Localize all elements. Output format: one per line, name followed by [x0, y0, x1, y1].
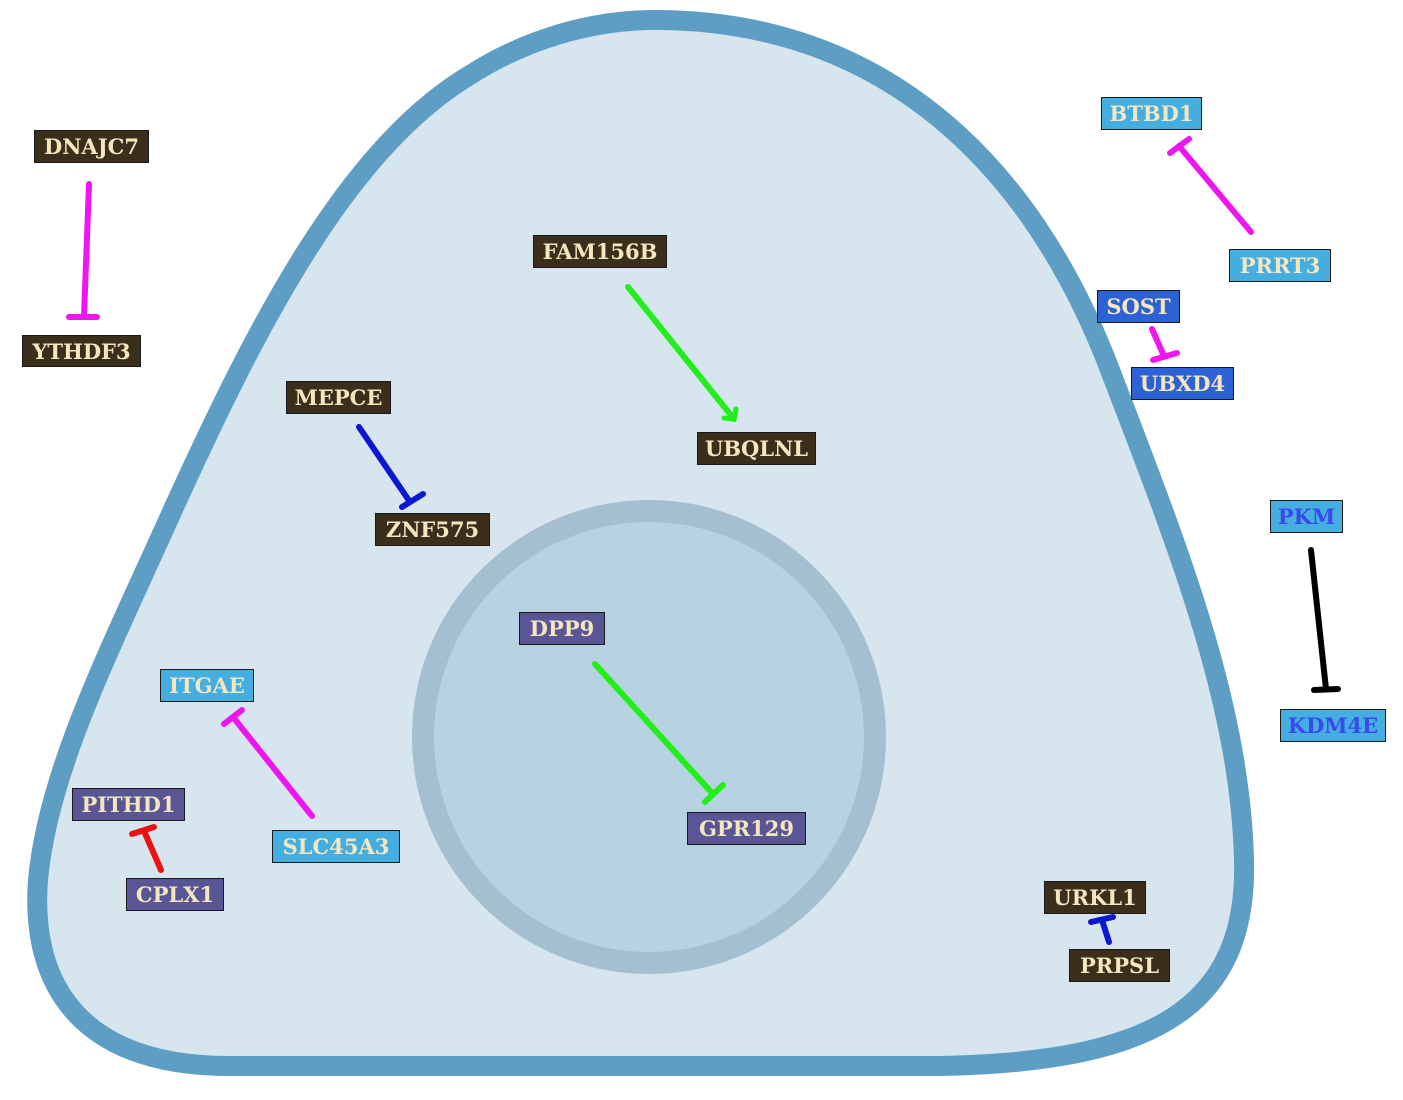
node-ubxd4: UBXD4 [1131, 367, 1234, 400]
node-slc45a3: SLC45A3 [272, 830, 400, 863]
node-itgae: ITGAE [160, 669, 254, 702]
node-dpp9: DPP9 [519, 612, 605, 645]
edge-pkm-kdm4e [1308, 547, 1341, 693]
node-fam156b: FAM156B [533, 235, 667, 268]
node-pkm: PKM [1270, 500, 1343, 533]
node-prpsl: PRPSL [1069, 949, 1170, 982]
edge-prrt3-btbd1 [1167, 136, 1254, 235]
edge-cplx1-pithd1 [129, 824, 164, 873]
edge-dnajc7-ythdf3 [66, 181, 100, 320]
node-pithd1: PITHD1 [72, 788, 185, 821]
node-gpr129: GPR129 [687, 812, 806, 845]
node-btbd1: BTBD1 [1101, 97, 1202, 130]
node-mepce: MEPCE [286, 381, 391, 414]
node-prrt3: PRRT3 [1229, 249, 1331, 282]
edge-slc45a3-itgae [221, 707, 315, 819]
node-ubqlnl: UBQLNL [697, 432, 816, 465]
node-kdm4e: KDM4E [1280, 709, 1386, 742]
edge-sost-ubxd4 [1149, 326, 1180, 363]
node-urkl1: URKL1 [1044, 881, 1146, 914]
node-znf575: ZNF575 [375, 513, 490, 546]
edge-mepce-znf575 [356, 424, 426, 510]
node-sost: SOST [1097, 290, 1180, 323]
node-dnajc7: DNAJC7 [34, 130, 149, 163]
edge-fam156b-ubqlnl [625, 284, 739, 422]
edge-prpsl-urkl1 [1088, 914, 1116, 945]
edge-dpp9-gpr129 [592, 661, 726, 805]
nucleus [412, 500, 886, 974]
node-ythdf3: YTHDF3 [22, 335, 141, 367]
node-cplx1: CPLX1 [126, 878, 224, 911]
